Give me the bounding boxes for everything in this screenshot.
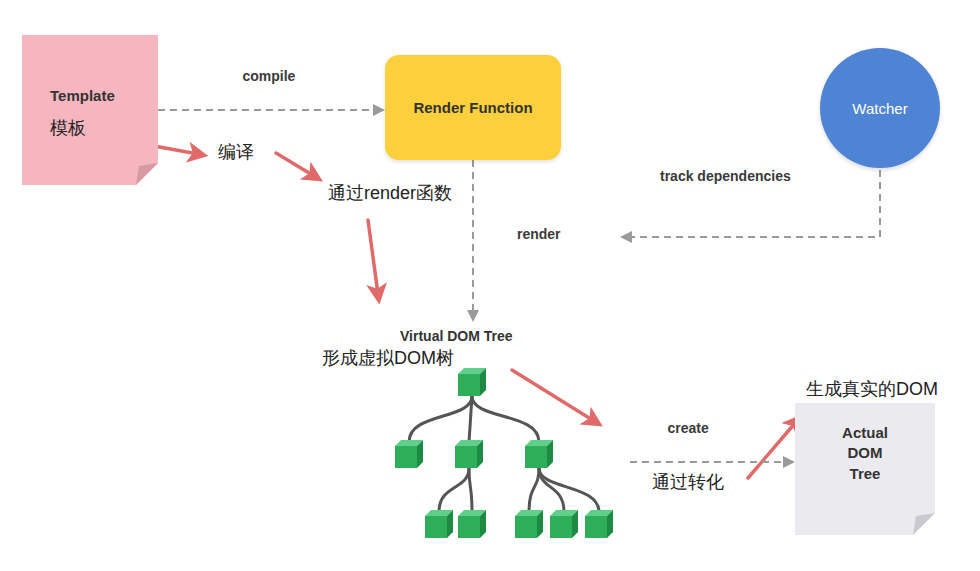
connector-line bbox=[630, 461, 784, 463]
edge-label: render bbox=[515, 226, 563, 242]
node-text: Watcher bbox=[852, 100, 907, 117]
annotation-text: 形成虚拟DOM树 bbox=[322, 346, 454, 370]
node-text: Actual DOM Tree bbox=[834, 423, 896, 484]
template-page: Template 模板 bbox=[22, 35, 158, 185]
annotation-text: 通过转化 bbox=[652, 470, 724, 494]
annotation-text: 生成真实的DOM bbox=[806, 377, 938, 401]
annotation-arrows bbox=[132, 142, 796, 478]
tree-cubes bbox=[395, 368, 613, 538]
connector bbox=[467, 160, 479, 322]
arrow-head bbox=[783, 456, 795, 468]
node-text: Virtual DOM Tree bbox=[400, 328, 513, 344]
page-fold bbox=[913, 513, 935, 535]
page-outline bbox=[22, 35, 158, 185]
node-text: Render Function bbox=[413, 99, 532, 116]
edge-label: compile bbox=[241, 68, 298, 84]
annotation-text: 通过render函数 bbox=[328, 181, 452, 205]
arrow-head bbox=[467, 310, 479, 322]
annotation-text: 编译 bbox=[218, 140, 254, 164]
connector bbox=[158, 104, 385, 116]
connector bbox=[630, 456, 795, 468]
render-function-box: Render Function bbox=[385, 55, 561, 160]
actual-dom-page: Actual DOM Tree bbox=[795, 403, 935, 535]
page-body bbox=[22, 35, 158, 185]
connector-line bbox=[472, 160, 474, 311]
node-text: 模板 bbox=[50, 116, 86, 140]
step-label: track dependencies bbox=[660, 168, 791, 184]
page-body bbox=[795, 403, 935, 535]
arrow-head bbox=[373, 104, 385, 116]
watcher-circle: Watcher bbox=[820, 48, 940, 168]
page-fold bbox=[136, 163, 158, 185]
tree-branches bbox=[409, 396, 599, 512]
node-text: Template bbox=[50, 87, 115, 104]
edge-label: create bbox=[666, 420, 711, 436]
connector-line bbox=[158, 109, 374, 111]
